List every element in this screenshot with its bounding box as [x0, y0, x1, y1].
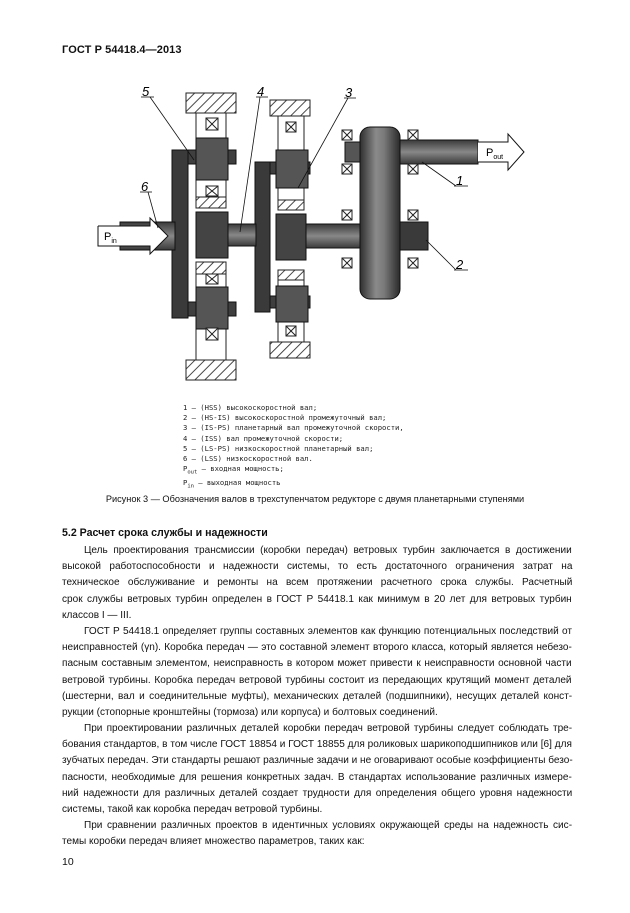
diagram-legend: 1 — (HSS) высокоскоростной вал; 2 — (HS-… [183, 403, 404, 492]
p-in-sub: in [111, 238, 117, 245]
planet-gear-1-bottom [195, 286, 229, 330]
text-line: системы, такой как коробка передач ветро… [62, 804, 323, 816]
legend-row: 6 — (LSS) низкоскоростной вал. [183, 454, 313, 464]
housing-hatch-7 [277, 199, 305, 211]
legend-row: 3 — (IS-PS) планетарный вал промежуточно… [183, 423, 404, 433]
figure-caption: Рисунок 3 — Обозначения валов в трехступ… [105, 494, 525, 504]
label-2: 2 [455, 257, 464, 272]
output-shaft-1 [397, 139, 479, 165]
label-5: 5 [142, 86, 150, 99]
text-line: темы коробки передач влияет множество па… [62, 836, 365, 848]
text-line: высокой работоспособности и надежности с… [62, 561, 573, 573]
legend-row: 1 — (HSS) высокоскоростной вал; [183, 403, 318, 412]
text-line: пасным составным элементом, неисправност… [62, 658, 572, 670]
sun-gear-2 [275, 213, 307, 261]
page-number: 10 [62, 856, 74, 868]
text-line: (шестерни, вал и соединительные муфты), … [62, 690, 573, 702]
p-out-sub: out [493, 154, 503, 161]
text-line: Цель проектирования трансмиссии (коробки… [84, 545, 572, 556]
paragraph-2: ГОСТ Р 54418.1 определяет группы составн… [62, 624, 572, 721]
text-line: техническое обслуживание и ремонты на вс… [62, 577, 573, 589]
paragraph-1: Цель проектирования трансмиссии (коробки… [62, 543, 572, 624]
housing-hatch-8 [277, 269, 305, 281]
input-arrow-icon [97, 216, 169, 256]
paragraph-4: При сравнении различных проектов в идент… [62, 818, 572, 850]
carrier-disc-2 [254, 161, 271, 313]
shaft-to-gear-2 [305, 223, 367, 249]
text-line: ний надежности для различных деталей соз… [62, 787, 573, 799]
legend-row: 2 — (HS-IS) высокоскоростной промежуточн… [183, 413, 387, 423]
paragraph-3: При проектировании различных деталей кор… [62, 721, 573, 818]
output-arrow-icon [478, 132, 525, 172]
gearbox-diagram: 5 4 3 6 1 2 Pin Pout [97, 86, 525, 381]
p-in-base: P [104, 231, 111, 243]
housing-hatch-3 [269, 99, 311, 117]
planet-gear-1-top [195, 137, 229, 181]
text-line: классов I — III. [62, 609, 132, 621]
p-out-label: Pout [486, 147, 503, 161]
sun-gear-1 [195, 211, 229, 259]
planet-gear-2-bottom [275, 285, 309, 323]
text-line: ГОСТ Р 54418.1 определяет группы составн… [84, 626, 572, 637]
text-line: неисправностей (γn). Коробка передач — э… [62, 642, 572, 654]
legend-row: 4 — (ISS) вал промежуточной скорости; [183, 433, 344, 443]
legend-row: 5 — (LS-PS) низкоскоростной планетарный … [183, 443, 374, 453]
bearings [205, 117, 419, 341]
text-line: пасности, необходимые для решения конкре… [62, 771, 572, 783]
text-line: При проектировании различных деталей кор… [84, 723, 573, 734]
text-line: зубчатых передач. Эти стандарты решают р… [62, 755, 573, 767]
label-3: 3 [345, 86, 353, 100]
housing-hatch-4 [269, 341, 311, 359]
legend-row: Pin — выходная мощность [183, 477, 281, 490]
label-1: 1 [456, 173, 463, 188]
p-out-base: P [486, 147, 493, 159]
housing-hatch-2 [185, 359, 237, 381]
section-title: 5.2 Расчет срока службы и надежности [62, 527, 268, 539]
leader-lines [140, 96, 468, 271]
intermediate-shaft-4 [227, 223, 257, 247]
housing-hatch-1 [185, 92, 237, 114]
planet-gear-2-top [275, 149, 309, 189]
pinion-shaft-2 [397, 221, 429, 251]
legend-row: Pout — входная мощность; [183, 464, 284, 476]
label-6: 6 [141, 179, 149, 194]
text-line: При сравнении различных проектов в идент… [84, 820, 573, 831]
label-4: 4 [257, 86, 264, 99]
text-line: срок службы ветровых турбин определен в … [62, 593, 572, 605]
text-line: бования стандартов, в том числе ГОСТ 188… [62, 739, 572, 751]
document-header: ГОСТ Р 54418.4—2013 [62, 44, 182, 56]
large-gear-drum [359, 126, 401, 300]
text-line: рукции (стопорные кронштейны (тормоза) и… [62, 707, 438, 719]
text-line: ветровой турбины. Коробка передач ветров… [62, 674, 572, 686]
housing-hatch-6 [195, 261, 227, 275]
housing-hatch-5 [195, 195, 227, 209]
p-in-label: Pin [104, 231, 117, 245]
